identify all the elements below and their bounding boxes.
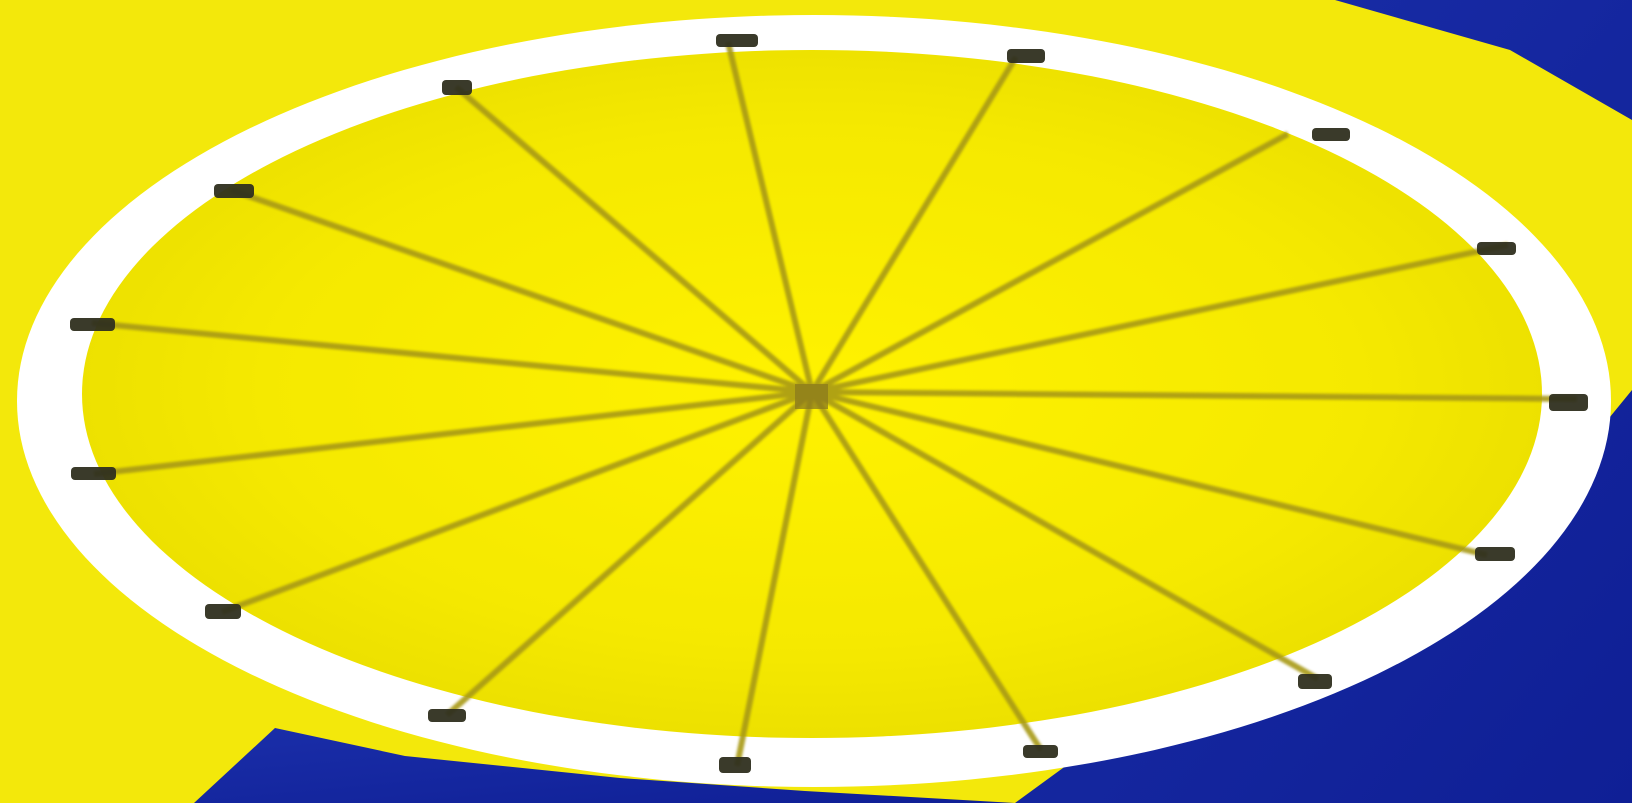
lemon-center-mark <box>795 384 828 409</box>
